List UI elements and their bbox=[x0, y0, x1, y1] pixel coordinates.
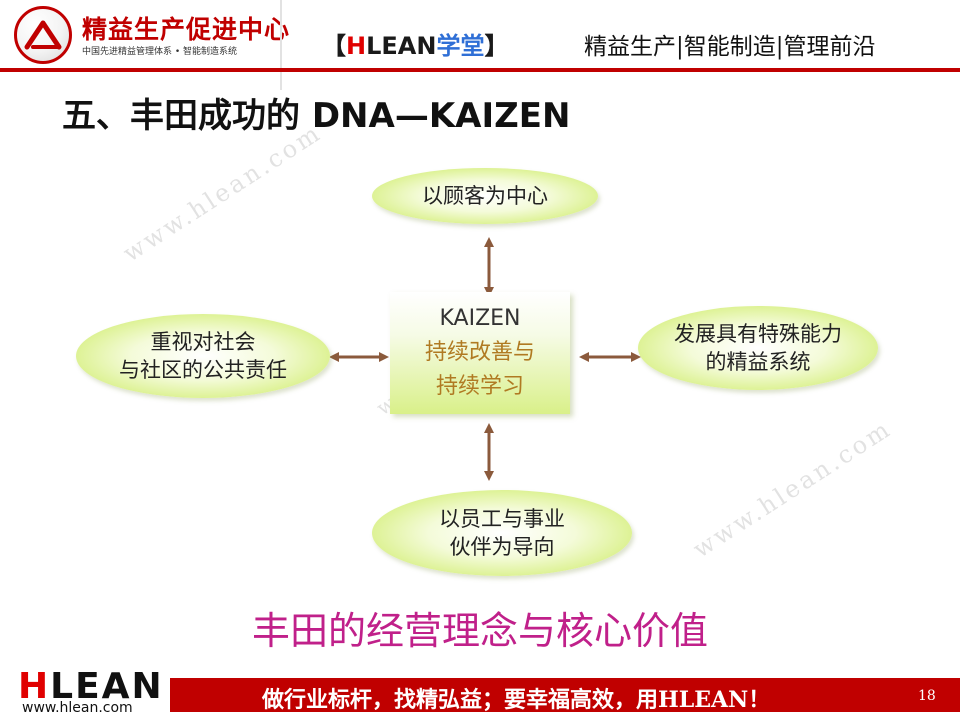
value-employee-line1: 以员工与事业 bbox=[439, 507, 565, 531]
kaizen-line2: 持续改善与 bbox=[424, 340, 535, 365]
value-employee-partner: 以员工与事业 伙伴为导向 bbox=[372, 490, 632, 576]
value-lean-system: 发展具有特殊能力 的精益系统 bbox=[638, 306, 878, 390]
tag-close-bracket: 】 bbox=[484, 32, 509, 60]
value-employee-line2: 伙伴为导向 bbox=[449, 535, 555, 559]
tag-school: 学堂 bbox=[436, 32, 485, 60]
header-tagline: 精益生产|智能制造|管理前沿 bbox=[584, 34, 876, 60]
footer-motto: 做行业标杆，找精弘益；要幸福高效，用HLEAN！ bbox=[262, 687, 771, 713]
hlean-school-tag: 【HLEAN学堂】 bbox=[322, 26, 508, 61]
tag-h: H bbox=[346, 32, 367, 60]
value-social-line1: 重视对社会 bbox=[150, 330, 256, 354]
value-customer-focus: 以顾客为中心 bbox=[372, 168, 598, 224]
value-social-line2: 与社区的公共责任 bbox=[119, 358, 287, 382]
value-social-responsibility: 重视对社会 与社区的公共责任 bbox=[76, 314, 330, 398]
value-lean-line1: 发展具有特殊能力 bbox=[674, 322, 842, 346]
footer-logo-lean: LEAN bbox=[50, 666, 164, 707]
kaizen-label: KAIZEN bbox=[439, 306, 521, 331]
tag-open-bracket: 【 bbox=[322, 32, 346, 60]
header-divider bbox=[280, 0, 282, 90]
kaizen-center-box: KAIZEN 持续改善与 持续学习 bbox=[390, 292, 570, 414]
logo-icon bbox=[14, 6, 72, 64]
brand-name: 精益生产促进中心 bbox=[82, 15, 291, 44]
slogan: 丰田的经营理念与核心价值 bbox=[251, 609, 708, 653]
kaizen-line3: 持续学习 bbox=[435, 374, 524, 399]
footer-bar bbox=[170, 678, 960, 712]
footer-logo: HLEAN bbox=[18, 666, 164, 707]
slide-title: 五、丰田成功的 DNA—KAIZEN bbox=[62, 96, 571, 136]
value-customer-focus-label: 以顾客为中心 bbox=[422, 184, 548, 208]
tag-lean: LEAN bbox=[366, 32, 437, 60]
footer-url: www.hlean.com bbox=[22, 700, 133, 716]
footer-logo-h: H bbox=[18, 666, 51, 707]
page-number: 18 bbox=[918, 688, 936, 704]
header-rule bbox=[0, 68, 960, 72]
brand-subtitle: 中国先进精益管理体系 • 智能制造系统 bbox=[82, 47, 238, 57]
value-lean-line2: 的精益系统 bbox=[705, 350, 811, 374]
